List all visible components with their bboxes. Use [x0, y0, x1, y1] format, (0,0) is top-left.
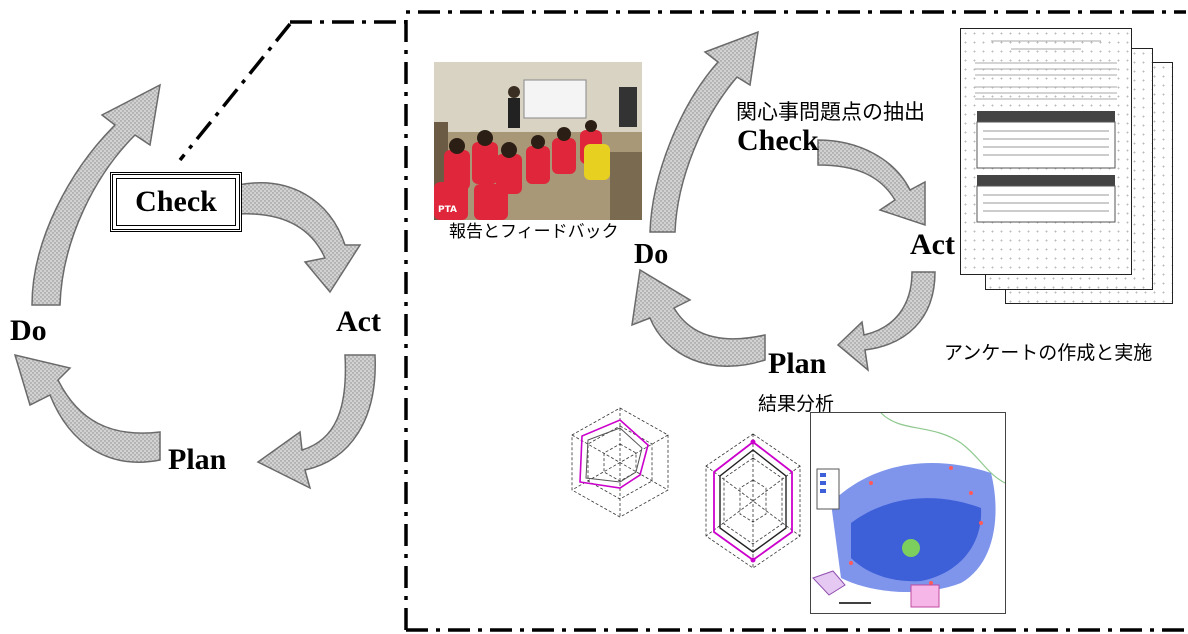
callout-frame: [404, 10, 1186, 632]
plan-caption: 結果分析: [758, 393, 835, 415]
callout-connector: [178, 20, 406, 162]
left-do-label: Do: [10, 314, 47, 347]
radar-chart-2: [705, 433, 801, 569]
right-check-label: Check: [737, 124, 819, 157]
arrow-do-to-check: [31, 83, 161, 306]
left-cycle-arrows: [13, 83, 376, 490]
arrow-plan-to-do: [13, 353, 161, 463]
analysis-map: [810, 412, 1006, 614]
feedback-meeting-photo: PTA: [434, 62, 642, 220]
arrow-rc-do-to-check: [649, 30, 759, 233]
survey-caption: アンケートの作成と実施: [944, 342, 1153, 364]
arrow-act-to-plan: [256, 354, 376, 490]
check-caption: 関心事問題点の抽出: [736, 100, 925, 124]
right-act-label: Act: [910, 228, 955, 261]
right-cycle-arrows: [631, 30, 936, 372]
right-do-label: Do: [634, 239, 669, 270]
survey-page-front: [960, 28, 1132, 275]
arrow-rc-act-to-plan: [836, 271, 936, 372]
feedback-caption: 報告とフィードバック: [449, 222, 619, 242]
left-plan-label: Plan: [168, 443, 227, 476]
left-check-box: Check: [110, 172, 242, 232]
radar-chart-1: [571, 407, 669, 518]
arrow-check-to-act: [237, 182, 362, 294]
right-plan-label: Plan: [768, 347, 827, 380]
arrow-rc-plan-to-do: [631, 268, 766, 367]
shirt-text-1: PTA: [438, 205, 457, 215]
arrow-rc-check-to-act: [817, 139, 926, 227]
left-check-label: Check: [135, 185, 217, 218]
left-act-label: Act: [336, 305, 381, 338]
